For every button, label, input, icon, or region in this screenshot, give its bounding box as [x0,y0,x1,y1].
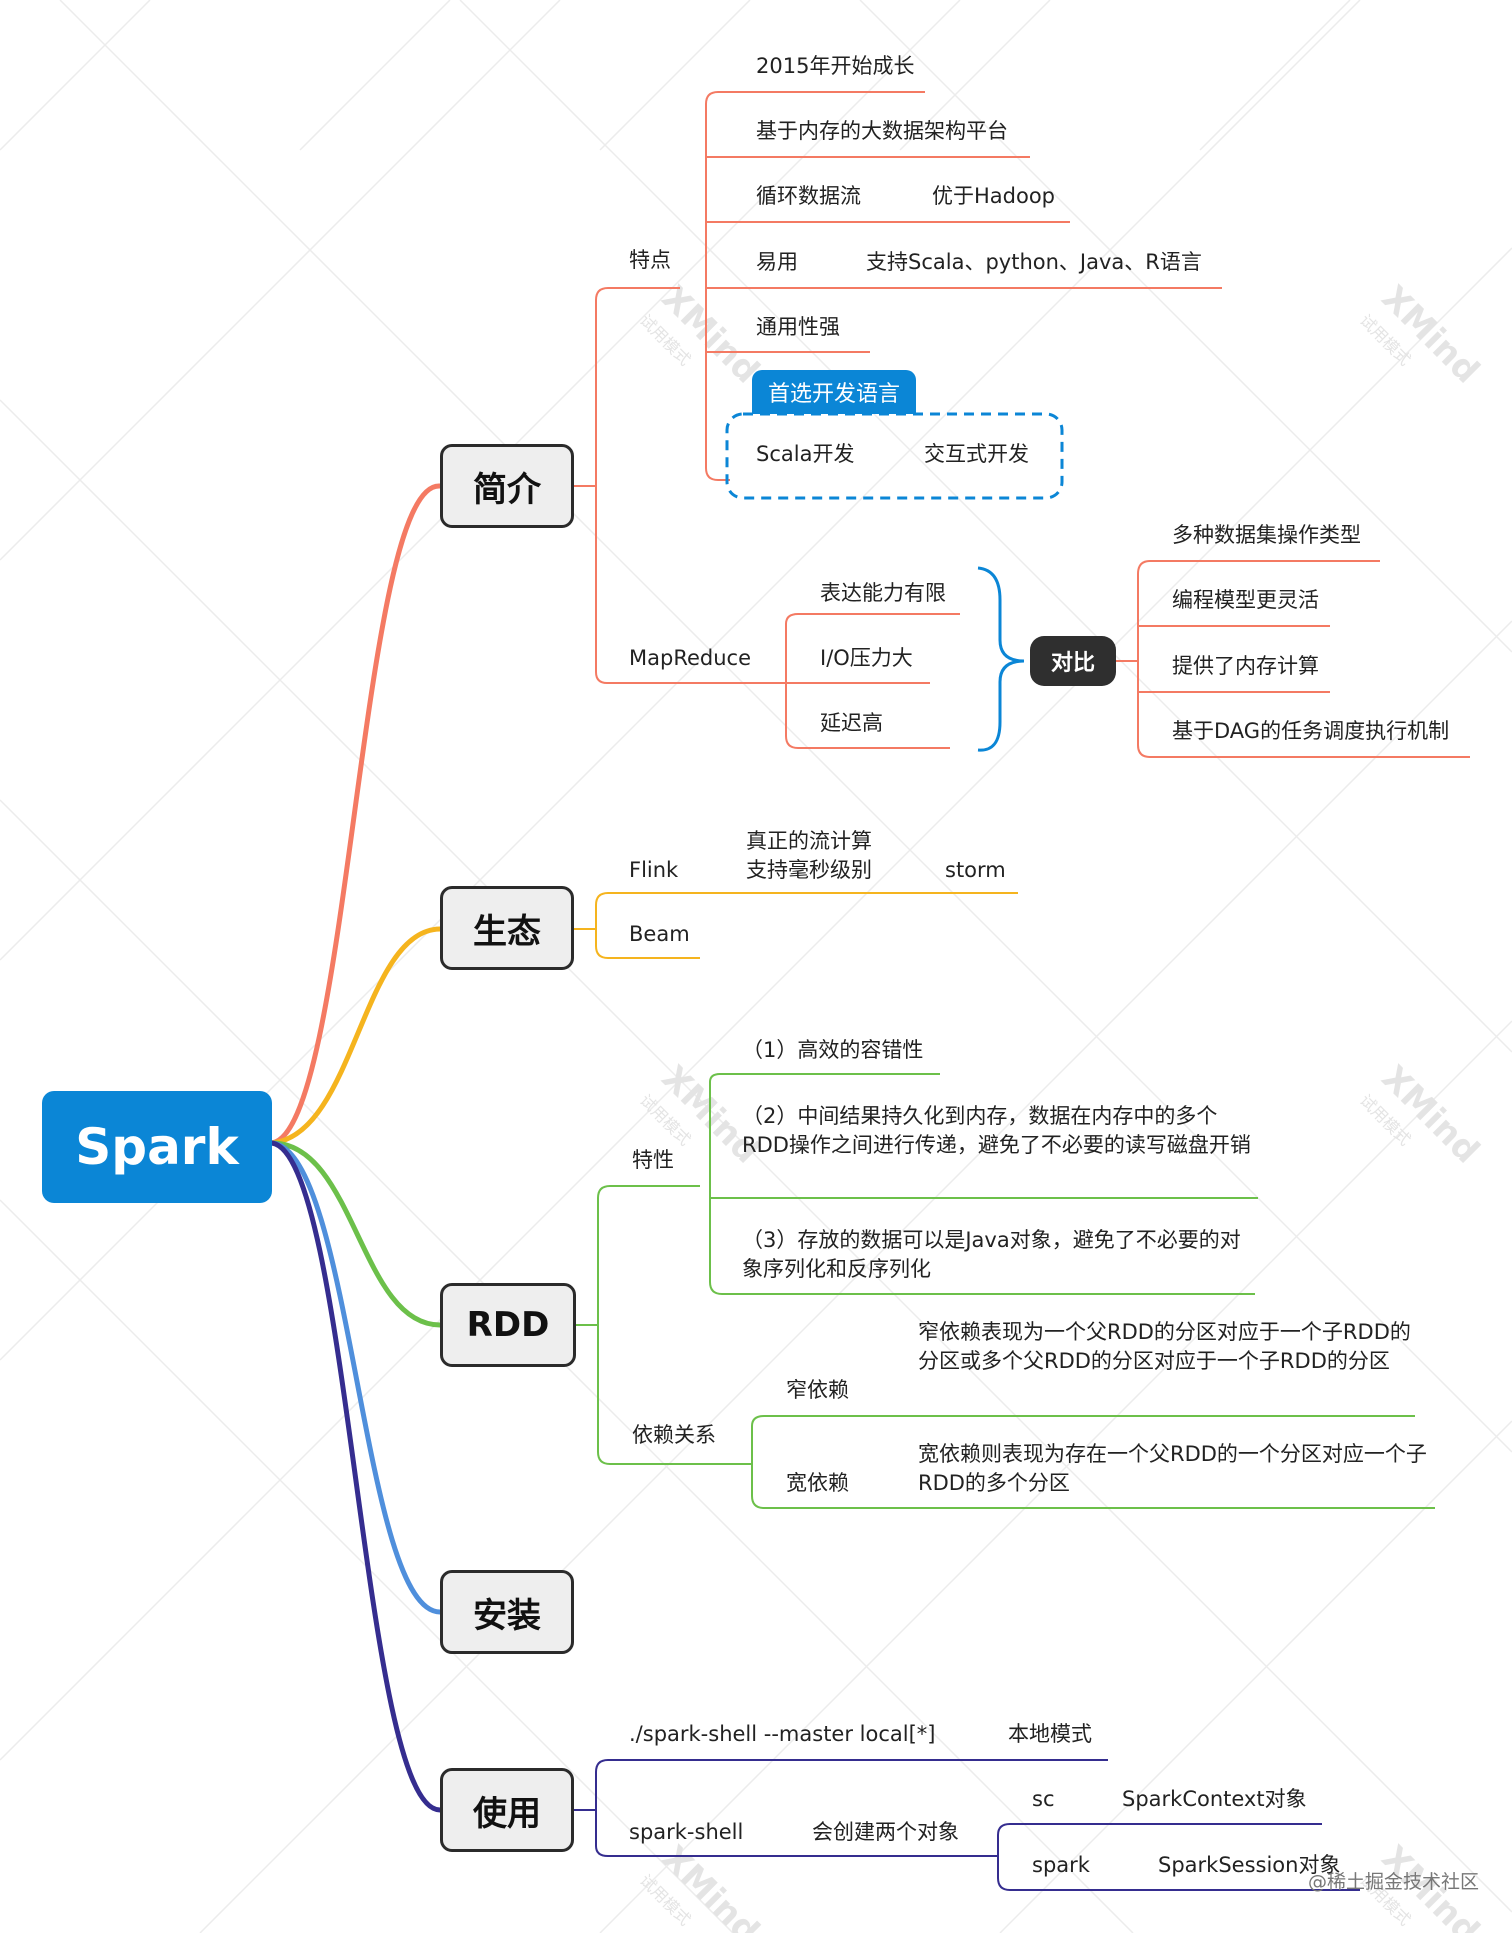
edge-root-use [269,1140,443,1813]
eco-flink[interactable]: Flink [629,858,679,882]
feature-3[interactable]: 循环数据流 [756,184,861,208]
rdd-narrow-desc[interactable]: 窄依赖表现为一个父RDD的分区对应于一个子RDD的分区或多个父RDD的分区对应于… [918,1320,1411,1373]
use-cmd-local-note[interactable]: 本地模式 [1008,1722,1092,1746]
edge-eco-trunk [574,892,1018,959]
feature-4-note[interactable]: 支持Scala、python、Java、R语言 [866,250,1202,274]
edge-objects-trunk [997,1823,1360,1891]
language-interactive[interactable]: 交互式开发 [924,442,1029,466]
edge-intro-trunk [574,287,700,684]
language-title[interactable]: 首选开发语言 [752,370,916,414]
summary-brace [977,566,1025,752]
use-spark[interactable]: spark [1032,1853,1090,1877]
rdd-narrow[interactable]: 窄依赖 [786,1378,849,1402]
topic-install[interactable]: 安装 [440,1570,574,1654]
eco-storm[interactable]: storm [945,858,1006,882]
mapreduce-label[interactable]: MapReduce [629,646,751,670]
compare-4[interactable]: 基于DAG的任务调度执行机制 [1172,719,1450,743]
compare-3[interactable]: 提供了内存计算 [1172,654,1319,678]
compare-2[interactable]: 编程模型更灵活 [1172,588,1319,612]
compare-1[interactable]: 多种数据集操作类型 [1172,523,1361,547]
rdd-props-label[interactable]: 特性 [632,1148,674,1172]
topic-rdd[interactable]: RDD [440,1283,576,1367]
feature-3-note[interactable]: 优于Hadoop [932,184,1056,208]
edge-root-install [269,1140,443,1615]
mapreduce-1[interactable]: 表达能力有限 [820,581,946,605]
edge-rdd-trunk [574,1185,752,1465]
features-label[interactable]: 特点 [629,248,671,272]
edge-dep-trunk [751,1415,1435,1509]
edge-root-rdd [269,1140,443,1328]
mapreduce-3[interactable]: 延迟高 [820,711,883,735]
feature-4[interactable]: 易用 [756,250,798,274]
rdd-wide-desc[interactable]: 宽依赖则表现为存在一个父RDD的一个分区对应一个子RDD的多个分区 [918,1442,1427,1495]
use-sc[interactable]: sc [1032,1787,1055,1811]
edge-use-trunk [574,1759,1108,1857]
rdd-wide[interactable]: 宽依赖 [786,1471,849,1495]
feature-1[interactable]: 2015年开始成长 [756,54,915,78]
edge-mr-trunk [700,613,960,749]
edge-root-intro [269,483,443,1146]
use-cmd-shell[interactable]: spark-shell [629,1820,744,1844]
feature-5[interactable]: 通用性强 [756,315,840,339]
root-node[interactable]: Spark [42,1091,272,1203]
eco-beam[interactable]: Beam [629,922,690,946]
use-cmd-local[interactable]: ./spark-shell --master local[*] [629,1722,936,1746]
edge-root-eco [269,926,443,1146]
feature-2[interactable]: 基于内存的大数据架构平台 [756,119,1008,143]
language-scala[interactable]: Scala开发 [756,442,855,466]
topic-intro[interactable]: 简介 [440,444,574,528]
rdd-prop-1[interactable]: （1）高效的容错性 [742,1038,924,1062]
topic-eco[interactable]: 生态 [440,886,574,970]
edge-compare-trunk [1137,560,1470,758]
use-sc-desc[interactable]: SparkContext对象 [1122,1787,1307,1811]
rdd-dep-label[interactable]: 依赖关系 [632,1423,716,1447]
rdd-prop-2[interactable]: （2）中间结果持久化到内存，数据在内存中的多个RDD操作之间进行传递，避免了不必… [742,1104,1251,1157]
footer-credit: @稀土掘金技术社区 [1308,1871,1480,1893]
topic-use[interactable]: 使用 [440,1768,574,1852]
edge-features-trunk [705,91,925,481]
use-spark-desc[interactable]: SparkSession对象 [1158,1853,1341,1877]
use-cmd-shell-note[interactable]: 会创建两个对象 [812,1820,959,1844]
edge-props-trunk [709,1073,1258,1295]
eco-flink-note-1[interactable]: 真正的流计算 [746,829,872,853]
rdd-prop-3[interactable]: （3）存放的数据可以是Java对象，避免了不必要的对象序列化和反序列化 [742,1228,1241,1281]
compare-node[interactable]: 对比 [1030,636,1116,686]
mapreduce-2[interactable]: I/O压力大 [820,646,913,670]
eco-flink-note-2[interactable]: 支持毫秒级别 [746,858,872,882]
